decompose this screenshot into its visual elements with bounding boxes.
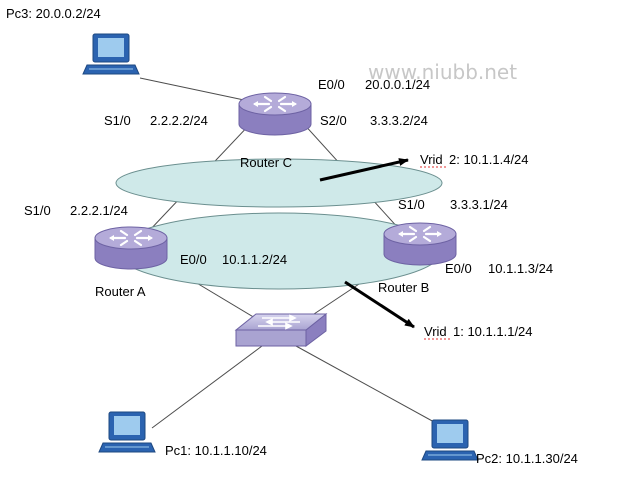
router-c-name: Router C <box>240 155 292 170</box>
pc1-computer-icon[interactable] <box>98 411 156 453</box>
vrid1-value: 1: 10.1.1.1/24 <box>453 324 533 339</box>
router-a-e0-ip: 10.1.1.2/24 <box>222 252 287 267</box>
router-b-s1-ip: 3.3.3.1/24 <box>450 197 508 212</box>
router-b-e0-ip: 10.1.1.3/24 <box>488 261 553 276</box>
pc3-computer-icon[interactable] <box>82 33 140 75</box>
router-a-icon[interactable] <box>93 225 169 271</box>
router-c-e0-ip: 20.0.0.1/24 <box>365 77 430 92</box>
vrid1-name: Vrid <box>424 324 447 339</box>
pc2-computer-icon[interactable] <box>421 419 479 461</box>
router-a-s1-name: S1/0 <box>24 203 51 218</box>
router-c-s2-ip: 3.3.3.2/24 <box>370 113 428 128</box>
router-a-s1-ip: 2.2.2.1/24 <box>70 203 128 218</box>
router-b-icon[interactable] <box>382 221 458 267</box>
router-c-s1-ip: 2.2.2.2/24 <box>150 113 208 128</box>
watermark-text: www.niubb.net <box>368 60 517 84</box>
vrid2-value: 2: 10.1.1.4/24 <box>449 152 529 167</box>
router-a-e0-name: E0/0 <box>180 252 207 267</box>
link-pc3-router-c <box>139 77 245 101</box>
vrid2-name: Vrid <box>420 152 443 167</box>
router-c-icon[interactable] <box>237 91 313 137</box>
router-c-e0-name: E0/0 <box>318 77 345 92</box>
vrid1-arrow <box>344 280 415 329</box>
router-b-name: Router B <box>378 280 429 295</box>
link-switch-pc2 <box>295 345 446 429</box>
router-b-e0-name: E0/0 <box>445 261 472 276</box>
router-b-s1-name: S1/0 <box>398 197 425 212</box>
pc1-label: Pc1: 10.1.1.10/24 <box>165 443 267 458</box>
switch-icon[interactable] <box>234 312 328 347</box>
router-c-s1-name: S1/0 <box>104 113 131 128</box>
pc3-label: Pc3: 20.0.0.2/24 <box>6 6 101 21</box>
router-a-name: Router A <box>95 284 146 299</box>
vrid2-arrow <box>319 158 409 182</box>
pc2-label: Pc2: 10.1.1.30/24 <box>476 451 578 466</box>
router-c-s2-name: S2/0 <box>320 113 347 128</box>
link-switch-pc1 <box>151 345 263 429</box>
